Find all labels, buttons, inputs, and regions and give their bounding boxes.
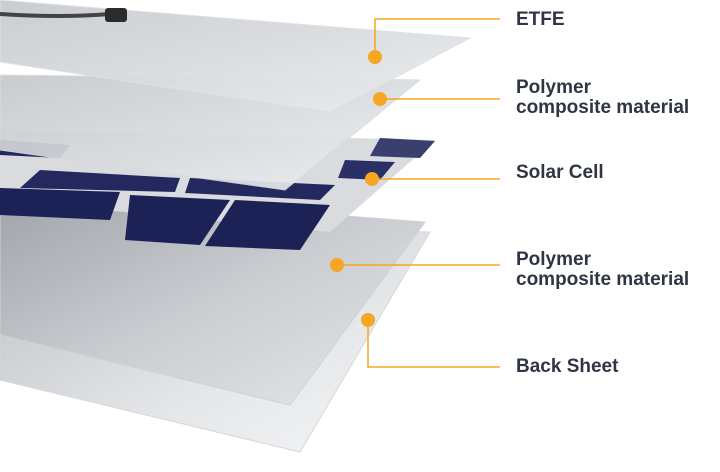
solar-cell <box>125 195 230 245</box>
solar-cell <box>205 200 330 250</box>
solar-cell <box>0 188 120 220</box>
etfe-layer <box>0 0 472 113</box>
connector-lines <box>337 18 500 368</box>
solar-cell <box>338 160 395 180</box>
label-text: Polymer <box>516 77 591 98</box>
label-back-sheet: Back Sheet <box>516 357 618 377</box>
cable <box>0 12 111 18</box>
label-text: Solar Cell <box>516 162 604 183</box>
label-etfe: ETFE <box>516 10 565 30</box>
label-text: composite material <box>516 97 690 118</box>
junction-box <box>105 8 127 22</box>
solar-cell <box>20 170 180 192</box>
back-sheet-connector <box>367 320 500 368</box>
solar-cell-marker-dot <box>365 172 379 186</box>
label-solar-cell: Solar Cell <box>516 163 604 183</box>
solar-cell <box>370 138 435 158</box>
label-text: ETFE <box>516 9 565 30</box>
polymer-bottom-marker-dot <box>330 258 344 272</box>
label-text: Polymer <box>516 249 591 270</box>
label-text: Back Sheet <box>516 356 619 377</box>
etfe-connector <box>374 18 500 57</box>
label-text: composite material <box>516 269 690 290</box>
solar-cell <box>185 178 335 200</box>
back-sheet-marker-dot <box>361 313 375 327</box>
polymer-top-marker-dot <box>373 92 387 106</box>
etfe-marker-dot <box>368 50 382 64</box>
